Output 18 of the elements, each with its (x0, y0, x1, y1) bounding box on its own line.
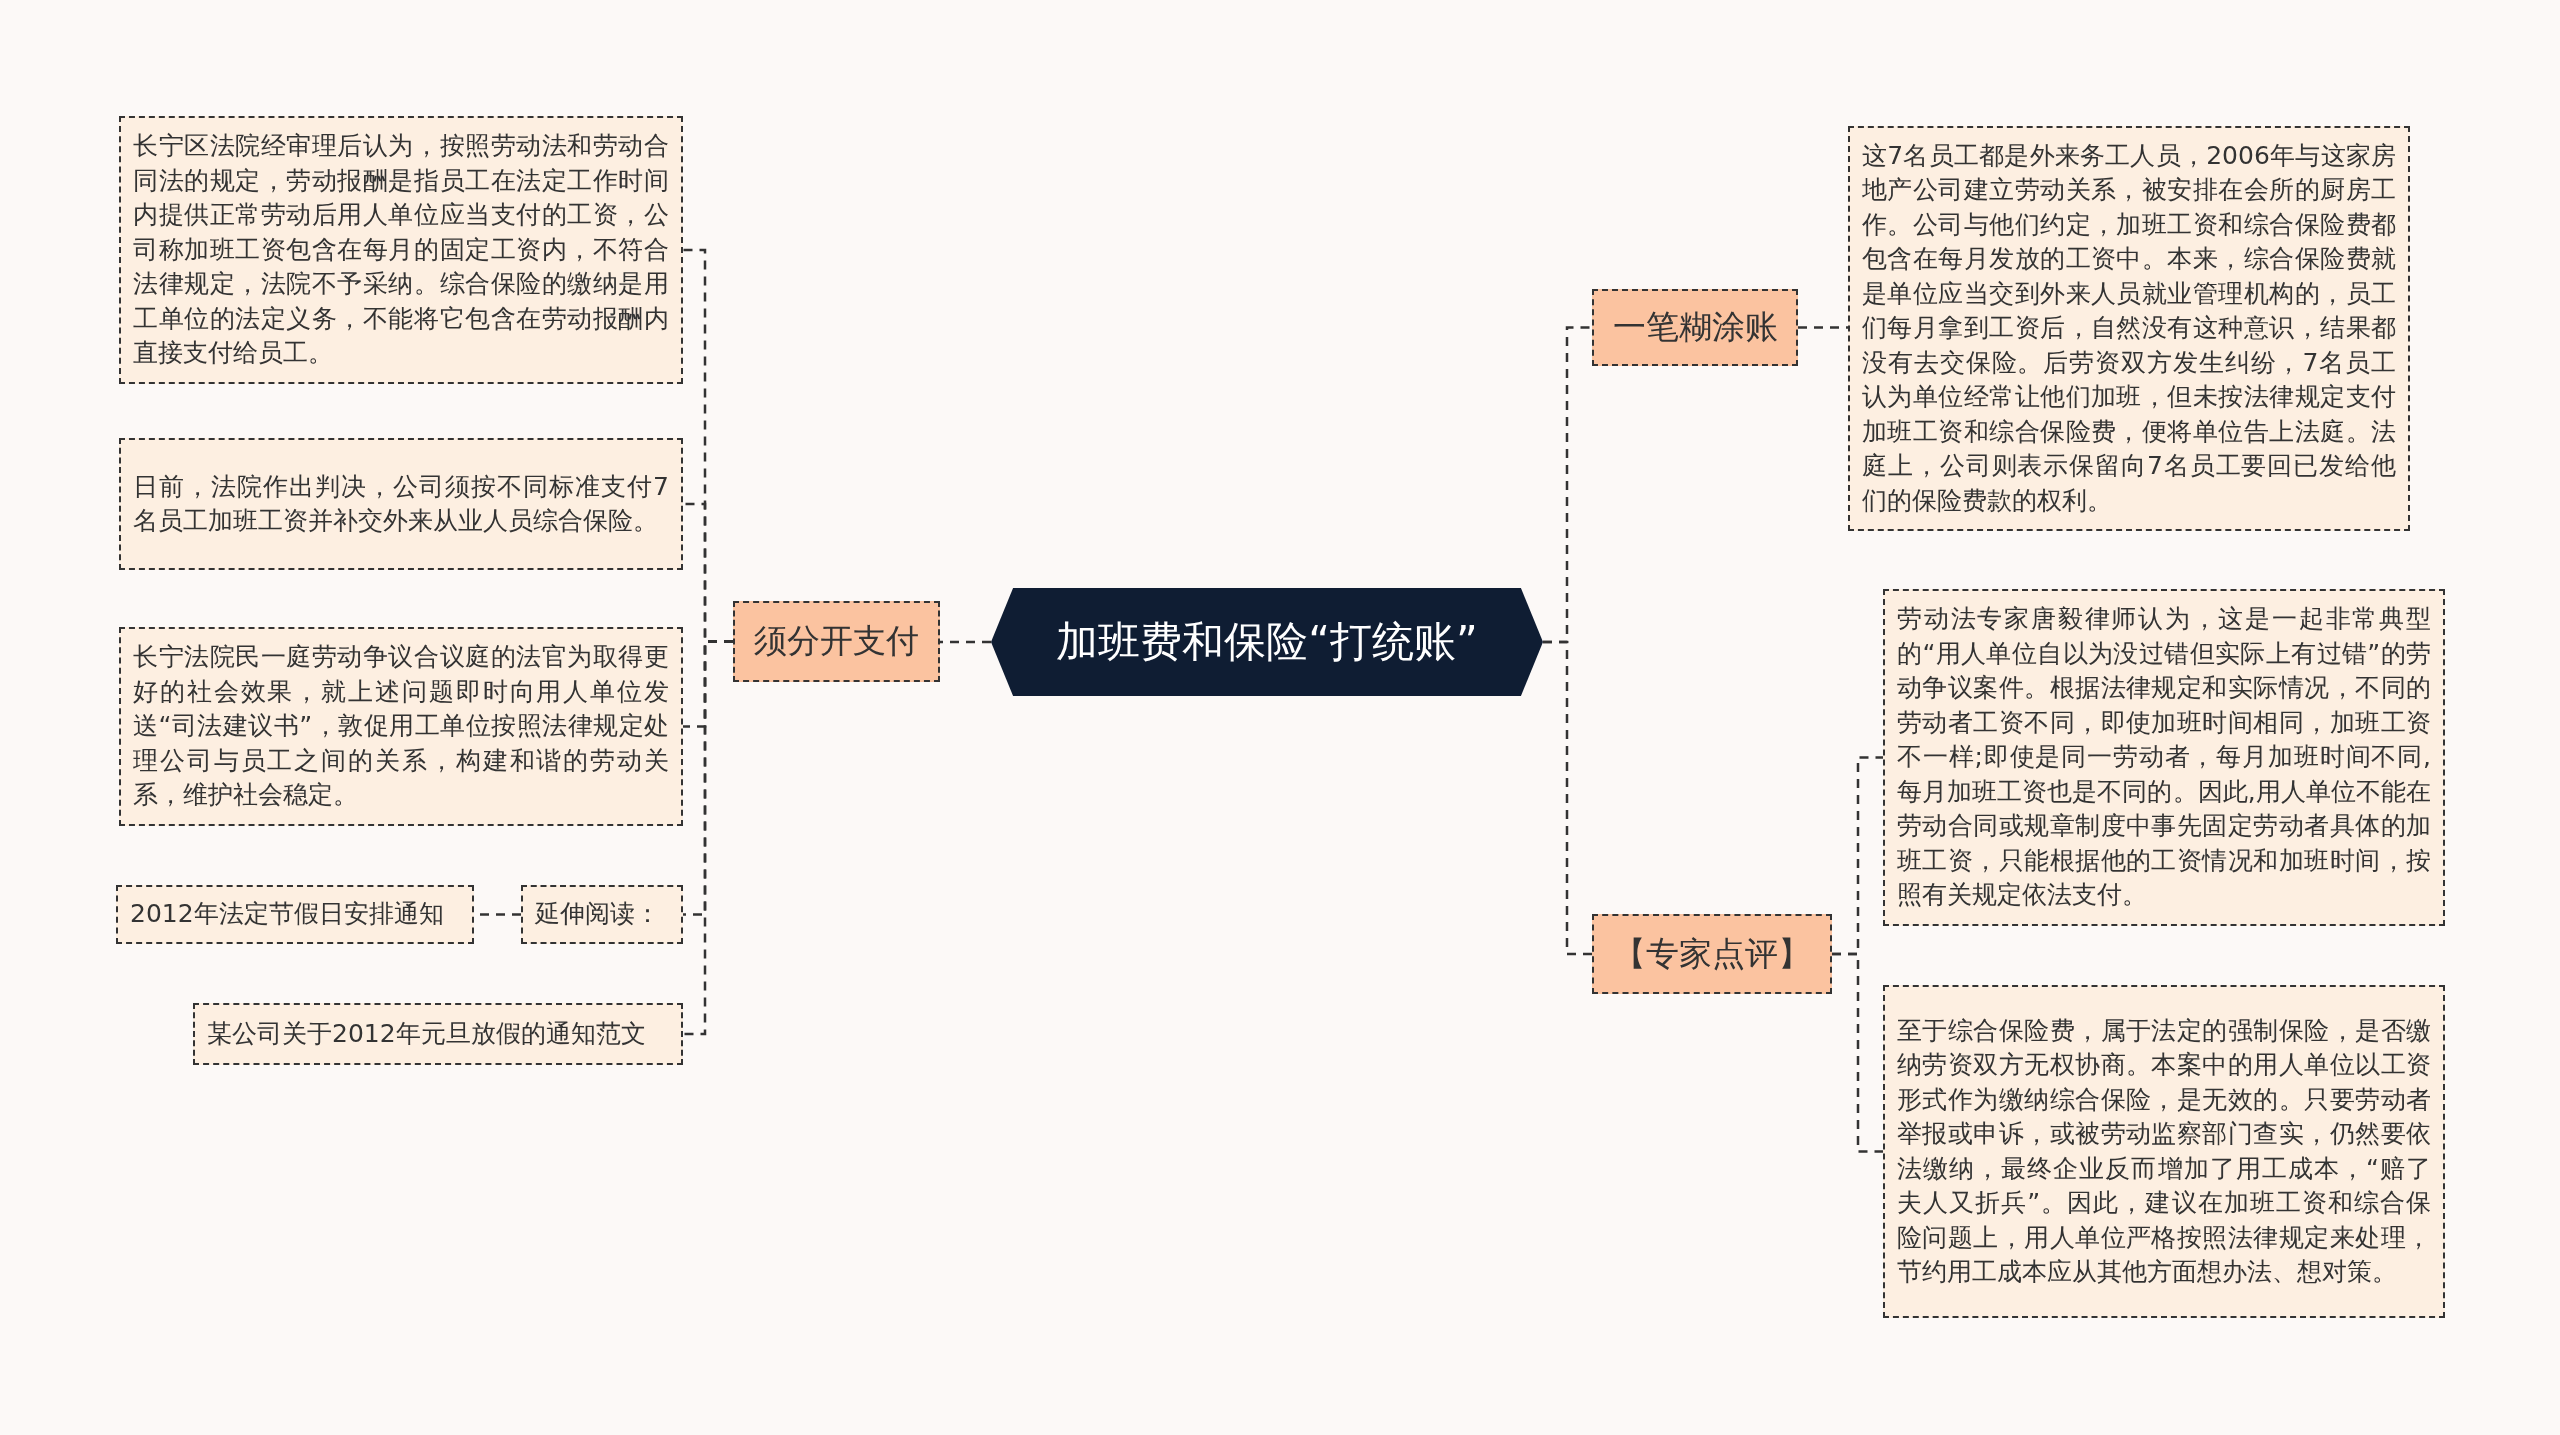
topic-hexagon: 加班费和保险“打统账” (991, 588, 1543, 696)
connector-line (683, 640, 733, 1036)
note-box: 2012年法定节假日安排通知 (116, 885, 474, 944)
note-box: 这7名员工都是外来务工人员，2006年与这家房地产公司建立劳动关系，被安排在会所的厨房工作。公司与他们约定，加班工资和综合保险费都包含在每月发放的工资中。本来，综合保险费就是单位应当交到外来人员就业管理机构的，员工们每月拿到工资后，自然没有这种意识，结果都没有去交保险。后劳资双方发生纠纷，7名员工认为单位经常让他们加班，但未按法律规定支付加班工资和综合保险费，便将单位告上法庭。法庭上，公司则表示保留向7名员工要回已发给他们的保险费款的权利。 (1848, 126, 2410, 531)
note-box: 延伸阅读： (521, 885, 683, 944)
connector-line (1798, 326, 1848, 329)
note-box: 至于综合保险费，属于法定的强制保险，是否缴纳劳资双方无权协商。本案中的用人单位以工资形式作为缴纳综合保险，是无效的。只要劳动者举报或申诉，或被劳动监察部门查实，仍然要依法缴纳，最终企业反而增加了用工成本，“赔了夫人又折兵”。因此，建议在加班工资和综合保险问题上，用人单位严格按照法律规定来处理，节约用工成本应从其他方面想办法、想对策。 (1883, 985, 2445, 1318)
note-box: 某公司关于2012年元旦放假的通知范文 (193, 1003, 683, 1065)
connector-line (1832, 952, 1883, 1153)
branch-box: 【专家点评】 (1592, 914, 1832, 994)
note-box: 长宁法院民一庭劳动争议合议庭的法官为取得更好的社会效果，就上述问题即时向用人单位发送“司法建议书”，敦促用工单位按照法律规定处理公司与员工之间的关系，构建和谐的劳动关系，维护社会稳定。 (119, 627, 683, 826)
branch-box: 一笔糊涂账 (1592, 289, 1798, 366)
note-box: 日前，法院作出判决，公司须按不同标准支付7名员工加班工资并补交外来从业人员综合保险。 (119, 438, 683, 570)
connector-line (940, 640, 991, 644)
branch-box: 须分开支付 (733, 601, 940, 682)
note-box: 劳动法专家唐毅律师认为，这是一起非常典型的“用人单位自以为没过错但实际上有过错”的劳动争议案件。根据法律规定和实际情况，不同的劳动者工资不同，即使加班时间相同，加班工资不一样;即使是同一劳动者，每月加班时间不同,每月加班工资也是不同的。因此,用人单位不能在劳动合同或规章制度中事先固定劳动者具体的加班工资，只能根据他的工资情况和加班时间，按照有关规定依法支付。 (1883, 589, 2445, 926)
note-box: 长宁区法院经审理后认为，按照劳动法和劳动合同法的规定，劳动报酬是指员工在法定工作时间内提供正常劳动后用人单位应当支付的工资，公司称加班工资包含在每月的固定工资内，不符合法律规定，法院不予采纳。综合保险的缴纳是用工单位的法定义务，不能将它包含在劳动报酬内直接支付给员工。 (119, 116, 683, 384)
connector-line (1543, 640, 1592, 956)
